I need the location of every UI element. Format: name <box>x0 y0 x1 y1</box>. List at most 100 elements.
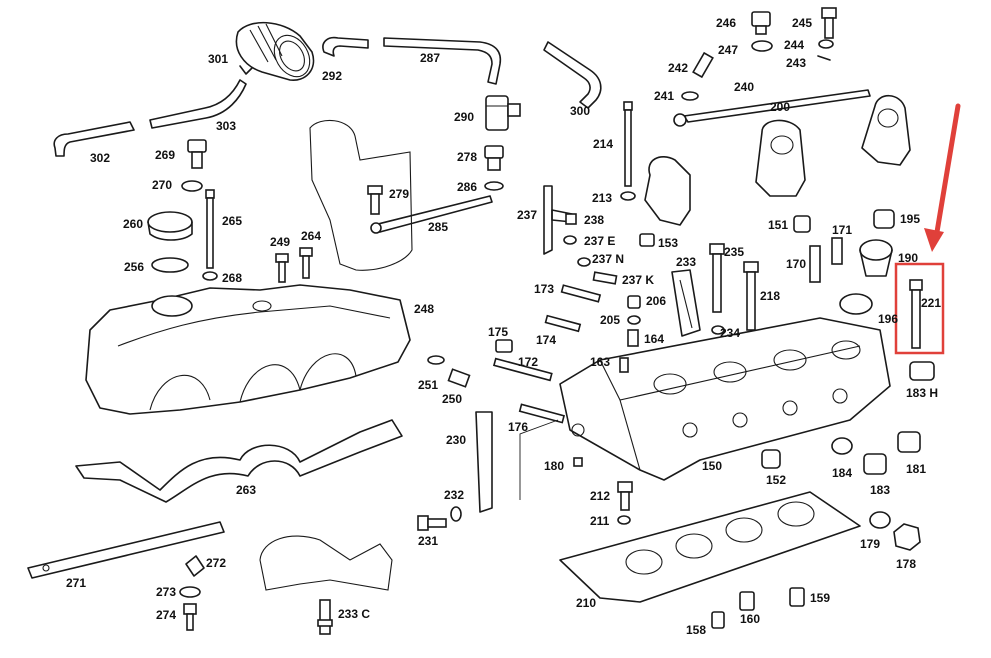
label-171: 171 <box>832 223 852 237</box>
label-260: 260 <box>123 217 143 231</box>
label-272: 272 <box>206 556 226 570</box>
washer-237n <box>577 257 591 267</box>
washer-244 <box>818 39 834 49</box>
label-181: 181 <box>906 462 926 476</box>
clip-238 <box>565 213 577 225</box>
tube-271-hole <box>42 564 50 572</box>
label-302: 302 <box>90 151 110 165</box>
bolt-218 <box>743 261 759 331</box>
pin-170 <box>809 245 821 283</box>
label-303: 303 <box>216 119 236 133</box>
label-178: 178 <box>896 557 916 571</box>
label-210: 210 <box>576 596 596 610</box>
bolt-264 <box>299 247 313 279</box>
ring-286 <box>484 181 504 191</box>
label-200: 200 <box>770 100 790 114</box>
fitting-278 <box>484 145 504 171</box>
label-269: 269 <box>155 148 175 162</box>
bracket-233 <box>671 269 701 337</box>
gasket-263 <box>75 419 403 503</box>
oil-cap-260 <box>147 211 193 241</box>
label-244: 244 <box>784 38 804 52</box>
label-300: 300 <box>570 104 590 118</box>
label-183: 183 <box>870 483 890 497</box>
stud-233c <box>317 599 333 635</box>
bolt-235 <box>709 243 725 313</box>
stud-265 <box>205 189 215 269</box>
washer-237e <box>563 235 577 245</box>
stud-214 <box>623 101 633 187</box>
label-237: 237 <box>517 208 537 222</box>
label-172: 172 <box>518 355 538 369</box>
oil-pan-outline <box>259 535 393 591</box>
hose-300 <box>543 41 602 109</box>
guide-160 <box>739 591 755 611</box>
label-292: 292 <box>322 69 342 83</box>
label-279: 279 <box>389 187 409 201</box>
sleeve-175 <box>495 339 513 353</box>
label-273: 273 <box>156 585 176 599</box>
label-237e: 237 E <box>584 234 615 248</box>
label-233c: 233 C <box>338 607 370 621</box>
hose-287 <box>383 37 502 85</box>
label-232: 232 <box>444 488 464 502</box>
label-205: 205 <box>600 313 620 327</box>
label-246: 246 <box>716 16 736 30</box>
label-233: 233 <box>676 255 696 269</box>
label-164: 164 <box>644 332 664 346</box>
hose-302 <box>53 121 135 157</box>
rocker-arms-200 <box>644 94 911 226</box>
label-180: 180 <box>544 459 564 473</box>
label-245: 245 <box>792 16 812 30</box>
rod-240 <box>673 89 871 127</box>
bracket-230 <box>475 411 493 513</box>
plug-195 <box>873 209 895 229</box>
bolt-274 <box>183 603 197 631</box>
ring-196 <box>839 293 873 315</box>
bolt-221 <box>909 279 923 349</box>
label-237k: 237 K <box>622 273 654 287</box>
cap-246 <box>751 11 771 35</box>
washer-247 <box>751 40 773 52</box>
label-153: 153 <box>658 236 678 250</box>
label-158: 158 <box>686 623 706 637</box>
washer-273 <box>179 586 201 598</box>
label-271: 271 <box>66 576 86 590</box>
bolt-237k <box>592 271 618 285</box>
label-160: 160 <box>740 612 760 626</box>
tube-271 <box>27 521 225 579</box>
washer-213 <box>620 191 636 201</box>
label-190: 190 <box>898 251 918 265</box>
intake-manifold-outline <box>309 119 413 271</box>
elbow-292 <box>322 36 369 57</box>
label-211: 211 <box>590 514 610 528</box>
rod-285-end <box>370 222 382 234</box>
clip-243 <box>817 55 831 61</box>
label-249: 249 <box>270 235 290 249</box>
label-151: 151 <box>768 218 788 232</box>
label-248: 248 <box>414 302 434 316</box>
label-174: 174 <box>536 333 556 347</box>
label-150: 150 <box>702 459 722 473</box>
label-152: 152 <box>766 473 786 487</box>
clamp-272 <box>185 555 205 577</box>
label-250: 250 <box>442 392 462 406</box>
guide-159 <box>789 587 805 607</box>
label-241: 241 <box>654 89 674 103</box>
plug-181 <box>897 431 921 453</box>
label-270: 270 <box>152 178 172 192</box>
highlight-arrow <box>924 103 961 252</box>
label-247: 247 <box>718 43 738 57</box>
label-214: 214 <box>593 137 613 151</box>
washer-232 <box>450 506 462 522</box>
valve-290 <box>485 95 521 131</box>
stud-174 <box>544 314 582 333</box>
label-231: 231 <box>418 534 438 548</box>
label-278: 278 <box>457 150 477 164</box>
plug-183h <box>909 361 935 381</box>
highlight-box-221 <box>894 262 945 355</box>
valve-cover-248 <box>85 284 411 415</box>
ring-184 <box>831 437 853 455</box>
stud-176 <box>518 403 566 424</box>
